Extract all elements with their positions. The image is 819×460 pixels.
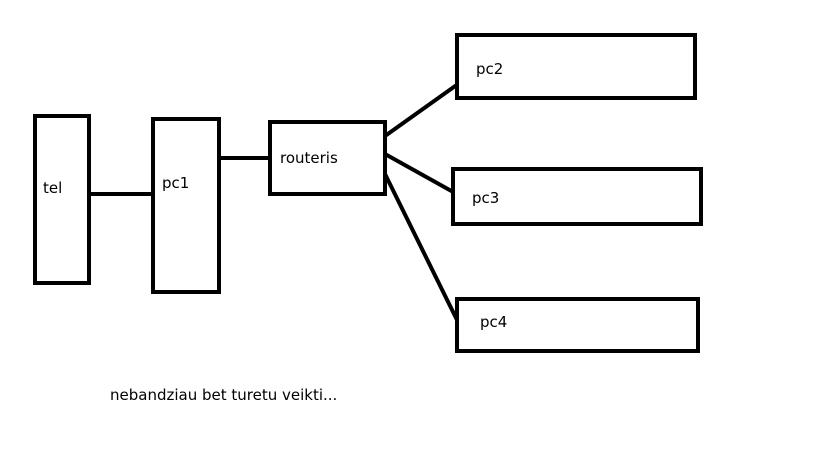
node-router-box (268, 120, 387, 196)
node-tel-label: tel (43, 179, 62, 197)
node-pc3-box (451, 167, 703, 226)
link-router-pc3 (383, 152, 457, 195)
node-pc4-label: pc4 (480, 313, 507, 331)
link-router-pc2 (383, 82, 460, 138)
node-pc2-box (455, 33, 697, 100)
node-pc1-box (151, 117, 221, 294)
node-pc4: pc4 (455, 297, 700, 353)
link-router-pc4 (383, 172, 460, 324)
node-router: routeris (268, 120, 387, 196)
node-pc4-box (455, 297, 700, 353)
node-router-label: routeris (280, 149, 338, 167)
node-tel-box (33, 114, 91, 285)
node-pc1: pc1 (151, 117, 221, 294)
node-pc1-label: pc1 (162, 174, 189, 192)
node-pc2: pc2 (455, 33, 697, 100)
node-pc3-label: pc3 (472, 189, 499, 207)
node-pc2-label: pc2 (476, 60, 503, 78)
node-tel: tel (33, 114, 91, 285)
node-pc3: pc3 (451, 167, 703, 226)
diagram-caption: nebandziau bet turetu veikti... (110, 386, 337, 404)
